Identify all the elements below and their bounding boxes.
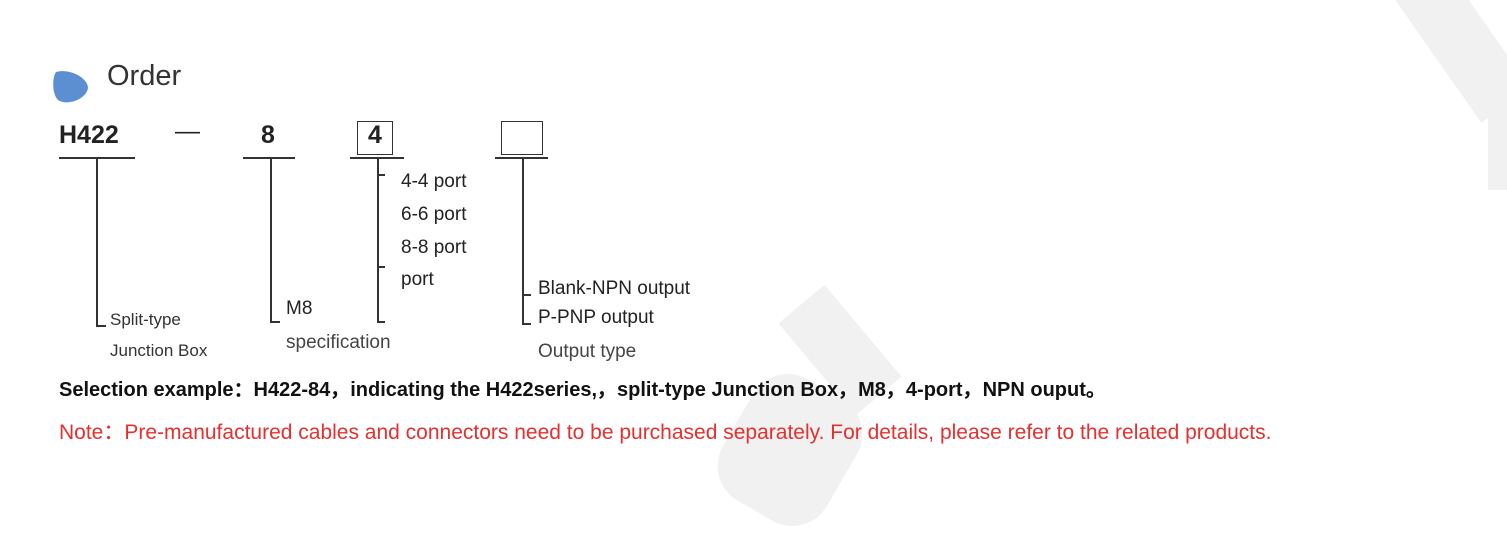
spec-label-line2: specification xyxy=(286,332,391,353)
selection-example: Selection example：H422-84，indicating the… xyxy=(59,379,1106,401)
output-tick-top xyxy=(522,294,531,296)
code-dash: — xyxy=(175,117,200,145)
watermark-stroke xyxy=(1488,70,1507,190)
model-code: H422 xyxy=(59,121,119,149)
model-label-line1: Split-type xyxy=(110,310,181,329)
ports-tick-bottom xyxy=(377,321,385,323)
output-box xyxy=(501,121,543,155)
model-label-line2: Junction Box xyxy=(110,341,208,360)
ports-box xyxy=(357,121,393,155)
section-title: Order xyxy=(107,60,182,92)
ports-option: 6-6 port xyxy=(401,204,467,225)
output-underline xyxy=(495,157,548,159)
output-title: Output type xyxy=(538,341,637,362)
spec-label-line1: M8 xyxy=(286,298,313,319)
output-connector xyxy=(522,158,524,324)
model-connector xyxy=(96,158,98,326)
ports-option: 8-8 port xyxy=(401,237,467,258)
ports-option: 4-4 port xyxy=(401,171,467,192)
output-tick-bottom xyxy=(522,323,531,325)
ports-code: 4 xyxy=(368,121,382,149)
note-text: Note：Pre-manufactured cables and connect… xyxy=(59,421,1272,444)
output-option: P-PNP output xyxy=(538,307,654,328)
ports-tick-mid xyxy=(377,266,385,268)
ports-connector xyxy=(377,158,379,322)
ports-tick-top xyxy=(377,174,385,176)
spec-underline xyxy=(243,157,295,159)
spec-connector xyxy=(270,158,272,322)
spec-code: 8 xyxy=(261,121,275,149)
bullet-icon xyxy=(53,71,88,103)
spec-connector-tick xyxy=(270,321,280,323)
output-option: Blank-NPN output xyxy=(538,278,691,299)
ports-option: port xyxy=(401,269,434,290)
model-connector-tick xyxy=(96,325,106,327)
